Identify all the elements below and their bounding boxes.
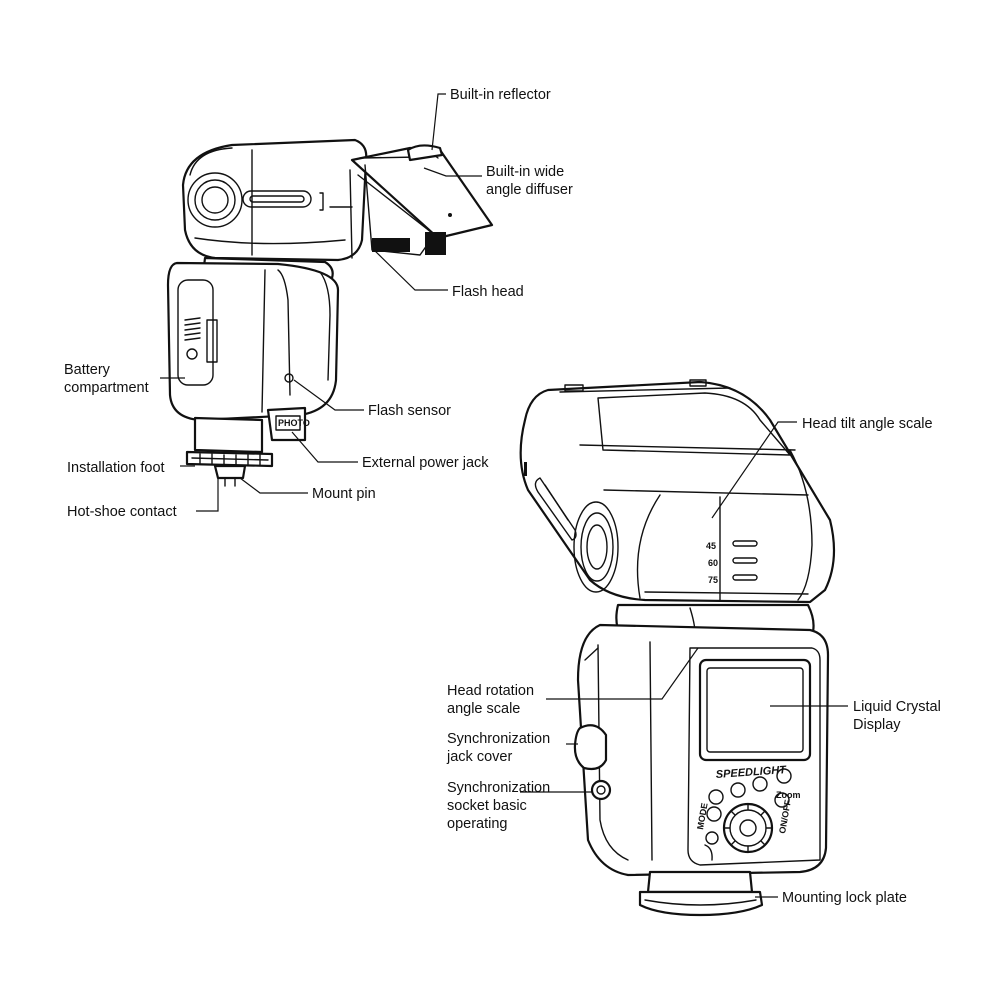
label-wide-angle-diffuser-line1: Built-in wide: [486, 164, 564, 180]
liquid-crystal-display: [698, 658, 812, 762]
label-sync-socket-line1: Synchronization: [447, 780, 550, 796]
speedlight-brand: SPEEDLIGHT: [715, 764, 787, 781]
right-flash-head: [519, 379, 836, 604]
right-mounting-foot: [638, 870, 764, 917]
label-sync-jack-line1: Synchronization: [447, 731, 550, 747]
label-battery-line2: compartment: [64, 380, 149, 396]
callout-lines: [160, 93, 848, 898]
label-external-power-jack: External power jack: [362, 455, 489, 471]
label-head-rotation-line2: angle scale: [447, 701, 520, 717]
label-flash-head: Flash head: [452, 284, 524, 300]
right-flash-unit: 45 60 75 SPEEDLIGHT: [519, 379, 836, 917]
label-head-tilt-angle-scale: Head tilt angle scale: [802, 416, 933, 432]
zoom-marking: Zoom: [776, 790, 801, 800]
sync-jack-cover: [573, 724, 608, 771]
photo-marking: PHOTO: [278, 418, 310, 428]
left-flash-head: [181, 138, 368, 262]
external-power-jack: PHOTO: [266, 406, 310, 442]
label-built-in-reflector: Built-in reflector: [450, 87, 551, 103]
head-tilt-angle-scale: 45 60 75: [706, 540, 758, 585]
mode-marking: MODE: [695, 802, 710, 830]
flash-sensor-icon: [284, 373, 294, 383]
right-flash-body: SPEEDLIGHT MODE ON/OFF Zoom: [573, 623, 830, 877]
label-mounting-lock-plate: Mounting lock plate: [782, 890, 907, 906]
label-mount-pin: Mount pin: [312, 486, 376, 502]
sync-socket: [590, 779, 612, 801]
callout-labels: Built-in reflector Built-in wide angle d…: [64, 87, 941, 906]
left-flash-body: [166, 261, 340, 422]
label-lcd-line2: Display: [853, 717, 901, 733]
label-sync-socket-line2: socket basic: [447, 798, 527, 814]
label-wide-angle-diffuser-line2: angle diffuser: [486, 182, 573, 198]
label-hot-shoe-contact: Hot-shoe contact: [67, 504, 177, 520]
tilt-45-mark: 45: [706, 541, 716, 551]
label-sync-jack-line2: jack cover: [446, 749, 512, 765]
left-flash-unit: PHOTO: [166, 138, 494, 487]
label-lcd-line1: Liquid Crystal: [853, 699, 941, 715]
left-installation-foot: [185, 416, 274, 487]
label-battery-line1: Battery: [64, 362, 111, 378]
label-sync-socket-line3: operating: [447, 816, 507, 832]
left-wide-angle-diffuser: [349, 144, 494, 259]
label-flash-sensor: Flash sensor: [368, 403, 451, 419]
tilt-75-mark: 75: [708, 575, 718, 585]
label-head-rotation-line1: Head rotation: [447, 683, 534, 699]
label-installation-foot: Installation foot: [67, 460, 165, 476]
tilt-60-mark: 60: [708, 558, 718, 568]
